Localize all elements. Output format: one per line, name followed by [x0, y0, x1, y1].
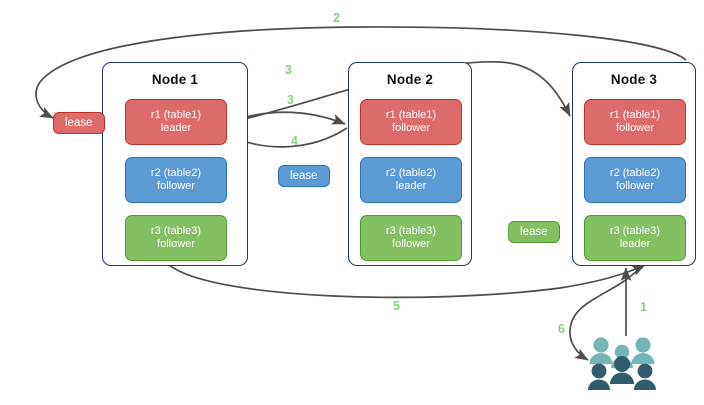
users-group-icon	[588, 337, 656, 390]
replica-role: follower	[392, 238, 430, 250]
replica-role: follower	[392, 122, 430, 134]
replica-name: r2 (table2)	[385, 167, 437, 180]
replica-name: r3 (table3)	[385, 225, 437, 238]
lease-badge-r1[interactable]: lease	[53, 112, 105, 134]
step-label-1: 1	[640, 300, 647, 314]
step-label-2: 2	[333, 11, 340, 25]
replica-r3[interactable]: r3 (table3) follower	[360, 215, 462, 261]
step-label-5: 5	[393, 299, 400, 313]
step-label-3a: 3	[285, 63, 292, 77]
replica-role: leader	[619, 238, 651, 250]
node-title: Node 3	[610, 72, 658, 87]
replica-role: leader	[395, 180, 427, 192]
replica-name: r3 (table3)	[150, 225, 202, 238]
replica-name: r1 (table1)	[609, 109, 661, 122]
step-label-6: 6	[558, 322, 565, 336]
replica-role: follower	[616, 122, 654, 134]
step-label-4: 4	[291, 134, 298, 148]
replica-role: follower	[157, 180, 195, 192]
node-title: Node 2	[386, 72, 434, 87]
lease-badge-r3[interactable]: lease	[508, 221, 560, 243]
node-card-node2[interactable]: Node 2 r1 (table1) follower r2 (table2) …	[348, 62, 472, 266]
replica-name: r1 (table1)	[150, 109, 202, 122]
node-title: Node 1	[151, 72, 199, 87]
replica-name: r3 (table3)	[609, 225, 661, 238]
replica-r3[interactable]: r3 (table3) leader	[584, 215, 686, 261]
replica-r2[interactable]: r2 (table2) leader	[360, 157, 462, 203]
node-card-node1[interactable]: Node 1 r1 (table1) leader r2 (table2) fo…	[102, 62, 248, 266]
arrow-step-5	[167, 263, 646, 299]
lease-badge-r2[interactable]: lease	[278, 165, 330, 187]
replica-name: r2 (table2)	[609, 167, 661, 180]
step-label-3b: 3	[287, 93, 294, 107]
node-card-node3[interactable]: Node 3 r1 (table1) follower r2 (table2) …	[572, 62, 696, 266]
replica-r2[interactable]: r2 (table2) follower	[125, 157, 227, 203]
replica-role: follower	[157, 238, 195, 250]
replica-name: r1 (table1)	[385, 109, 437, 122]
replica-r3[interactable]: r3 (table3) follower	[125, 215, 227, 261]
replica-r1[interactable]: r1 (table1) leader	[125, 99, 227, 145]
replica-name: r2 (table2)	[150, 167, 202, 180]
replica-r2[interactable]: r2 (table2) follower	[584, 157, 686, 203]
replica-role: follower	[616, 180, 654, 192]
replica-r1[interactable]: r1 (table1) follower	[360, 99, 462, 145]
replica-r1[interactable]: r1 (table1) follower	[584, 99, 686, 145]
replica-role: leader	[160, 122, 192, 134]
